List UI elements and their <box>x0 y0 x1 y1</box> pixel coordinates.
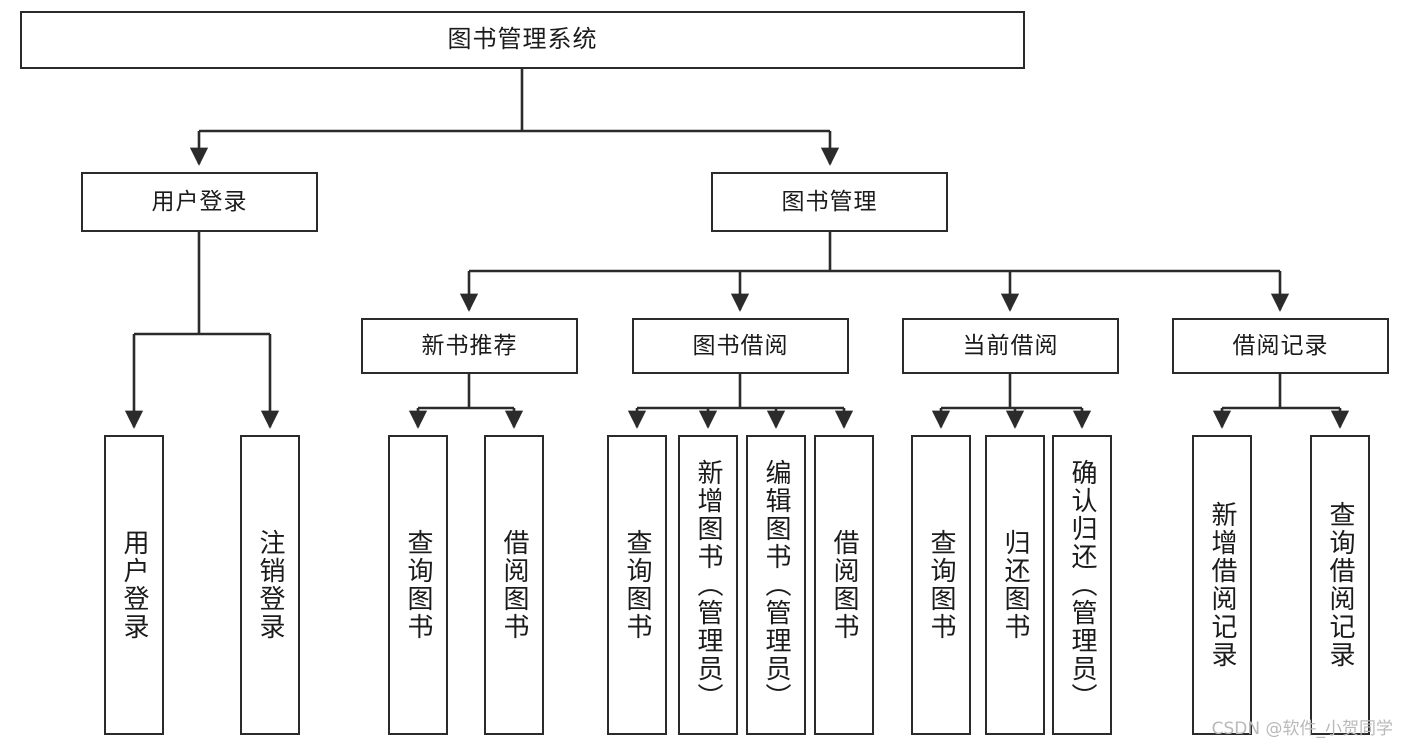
node-leaf-add-book[interactable]: 新增图书（管理员） <box>678 435 738 735</box>
node-root-label: 图书管理系统 <box>447 25 598 54</box>
node-borrow-record[interactable]: 借阅记录 <box>1172 318 1389 374</box>
node-user-login-label: 用户登录 <box>151 188 248 215</box>
node-leaf-borrow-book-2[interactable]: 借阅图书 <box>814 435 874 735</box>
node-new-book-rec-label: 新书推荐 <box>421 332 518 359</box>
node-leaf-add-book-label: 新增图书（管理员） <box>693 459 724 711</box>
node-leaf-logout-label: 注销登录 <box>255 529 286 641</box>
node-leaf-edit-book-label: 编辑图书（管理员） <box>761 459 792 711</box>
node-leaf-query-book-3[interactable]: 查询图书 <box>911 435 971 735</box>
node-root[interactable]: 图书管理系统 <box>20 11 1025 69</box>
node-leaf-query-book-1[interactable]: 查询图书 <box>388 435 448 735</box>
node-new-book-rec[interactable]: 新书推荐 <box>361 318 578 374</box>
node-leaf-return-book-label: 归还图书 <box>1000 529 1031 641</box>
edge-group-borrow-record <box>1212 374 1350 429</box>
node-leaf-edit-book[interactable]: 编辑图书（管理员） <box>746 435 806 735</box>
node-leaf-query-book-3-label: 查询图书 <box>926 529 957 641</box>
edge-group-book-manage <box>459 232 1290 312</box>
node-leaf-query-book-2[interactable]: 查询图书 <box>607 435 667 735</box>
node-book-manage-label: 图书管理 <box>781 188 878 215</box>
node-leaf-confirm-return-label: 确认归还（管理员） <box>1067 459 1098 711</box>
node-leaf-return-book[interactable]: 归还图书 <box>985 435 1045 735</box>
node-leaf-user-login[interactable]: 用户登录 <box>104 435 164 735</box>
edge-group-book-borrow <box>627 374 854 429</box>
node-leaf-query-book-2-label: 查询图书 <box>622 529 653 641</box>
edge-group-current-borrow <box>931 374 1092 429</box>
node-leaf-add-record-label: 新增借阅记录 <box>1207 501 1238 669</box>
node-leaf-borrow-book-2-label: 借阅图书 <box>829 529 860 641</box>
node-leaf-query-book-1-label: 查询图书 <box>403 529 434 641</box>
node-leaf-query-record-label: 查询借阅记录 <box>1325 501 1356 669</box>
node-leaf-add-record[interactable]: 新增借阅记录 <box>1192 435 1252 735</box>
node-leaf-borrow-book-1[interactable]: 借阅图书 <box>484 435 544 735</box>
edge-group-new-book-rec <box>408 374 524 429</box>
node-current-borrow[interactable]: 当前借阅 <box>902 318 1119 374</box>
node-leaf-query-record[interactable]: 查询借阅记录 <box>1310 435 1370 735</box>
node-borrow-record-label: 借阅记录 <box>1232 332 1329 359</box>
csdn-watermark: CSDN @软件_小贺同学 <box>1211 719 1393 739</box>
node-leaf-logout[interactable]: 注销登录 <box>240 435 300 735</box>
node-leaf-user-login-label: 用户登录 <box>119 529 150 641</box>
node-current-borrow-label: 当前借阅 <box>962 332 1059 359</box>
node-user-login[interactable]: 用户登录 <box>81 172 318 232</box>
node-book-borrow-label: 图书借阅 <box>692 332 789 359</box>
edge-group-user-login <box>124 232 280 429</box>
node-leaf-confirm-return[interactable]: 确认归还（管理员） <box>1052 435 1112 735</box>
node-leaf-borrow-book-1-label: 借阅图书 <box>499 529 530 641</box>
edge-group-root <box>189 69 840 166</box>
node-book-borrow[interactable]: 图书借阅 <box>632 318 849 374</box>
node-book-manage[interactable]: 图书管理 <box>711 172 948 232</box>
